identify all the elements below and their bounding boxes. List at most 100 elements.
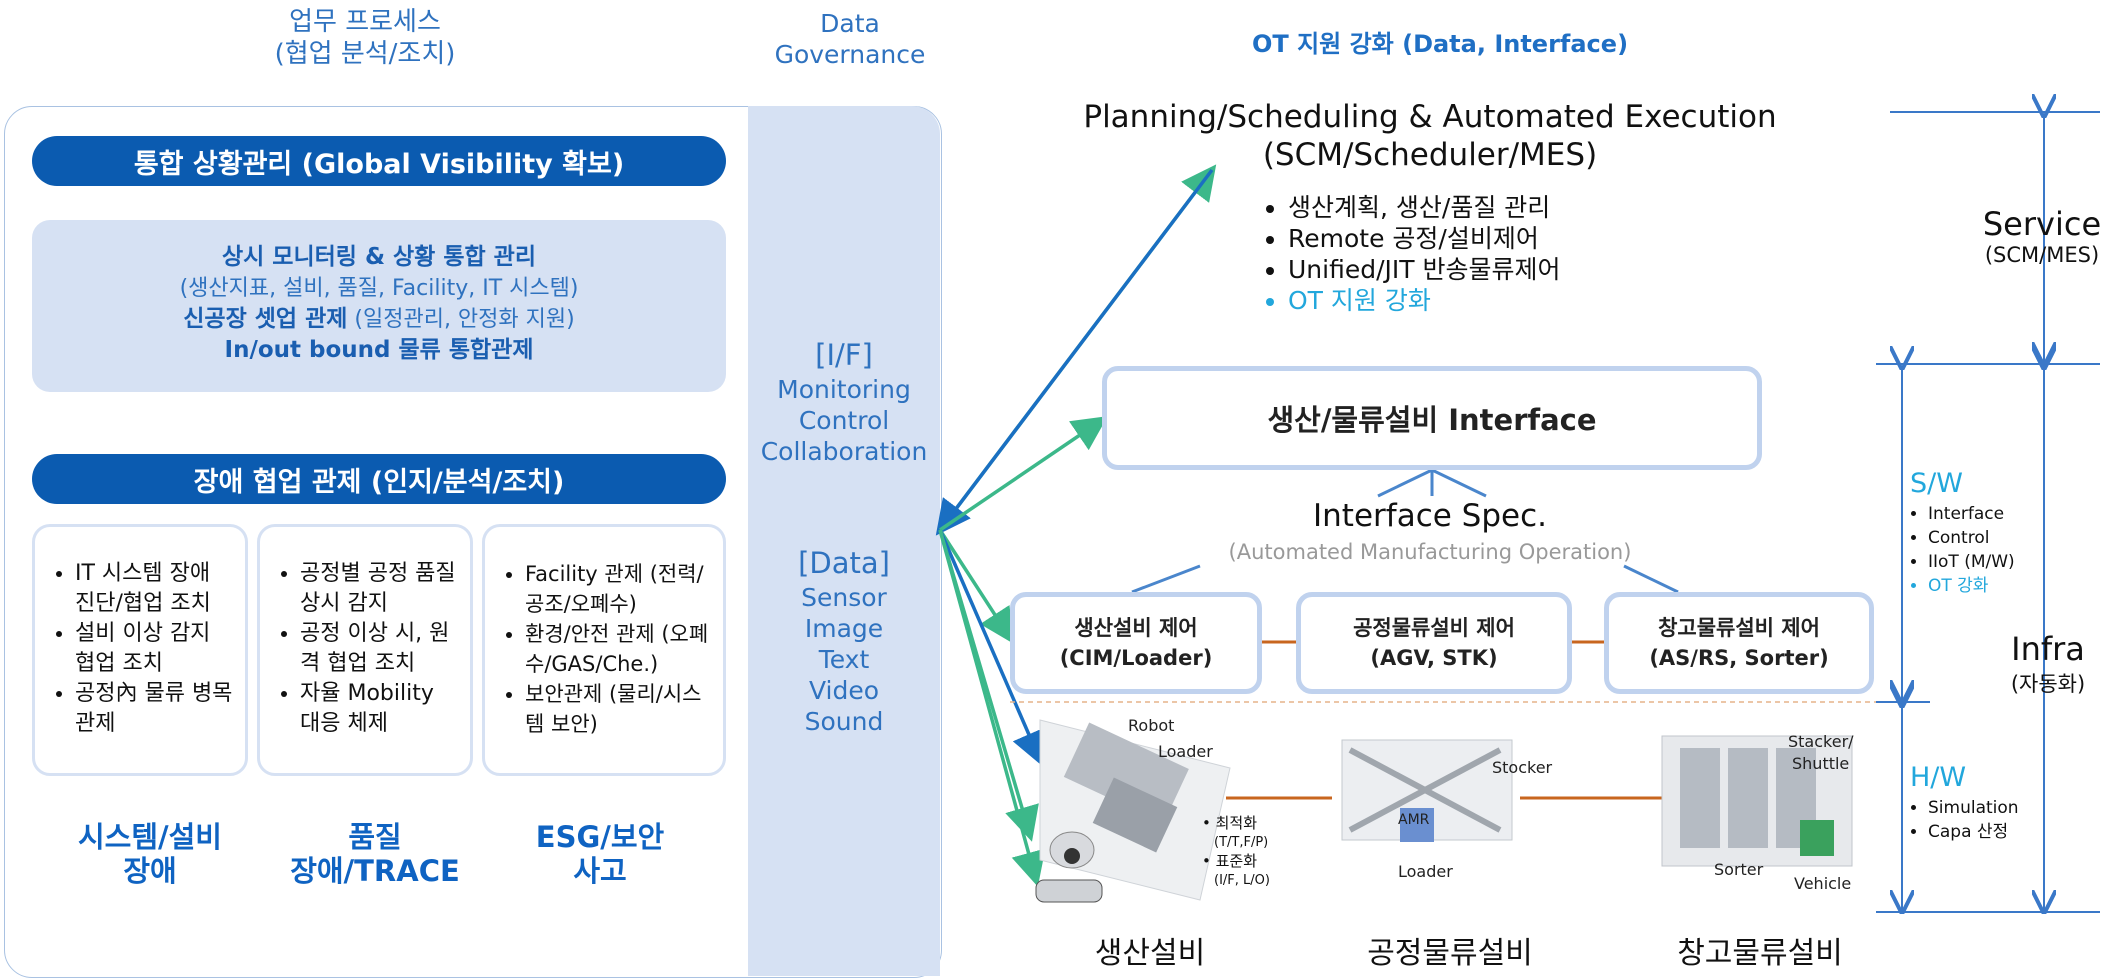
sw-item: Interface bbox=[1928, 502, 2015, 526]
vehicle-label: Vehicle bbox=[1794, 874, 1852, 893]
fault-collab-pill: 장애 협업 관제 (인지/분석/조치) bbox=[32, 454, 726, 504]
opt-item-title: 표준화 bbox=[1215, 852, 1258, 870]
gov-data-item: Image bbox=[804, 614, 884, 643]
gov-data-title: [Data] bbox=[798, 546, 890, 580]
category-line1: 품질 bbox=[348, 820, 402, 854]
card-item: 공정별 공정 품질 상시 감지 bbox=[300, 559, 460, 619]
sw-item: IIoT (M/W) bbox=[1928, 550, 2015, 574]
card-item: 보안관제 (물리/시스템 보안) bbox=[525, 679, 713, 739]
planning-title: Planning/Scheduling & Automated Executio… bbox=[1080, 98, 1780, 174]
planning-item: Remote 공정/설비제어 bbox=[1288, 223, 1560, 254]
ctrl-box-production: 생산설비 제어 (CIM/Loader) bbox=[1010, 592, 1262, 694]
global-visibility-pill: 통합 상황관리 (Global Visibility 확보) bbox=[32, 136, 726, 186]
planning-item: 생산계획, 생산/품질 관리 bbox=[1288, 192, 1560, 223]
monitoring-line2: (생산지표, 설비, 품질, Facility, IT 시스템) bbox=[179, 276, 579, 301]
loader-label: Loader bbox=[1158, 742, 1213, 761]
opt-item-title: 최적화 bbox=[1215, 814, 1258, 832]
spec-connector bbox=[1431, 468, 1487, 498]
opt-item-sub: (I/F, L/O) bbox=[1214, 873, 1270, 888]
service-label: Service (SCM/MES) bbox=[1972, 205, 2112, 267]
process-header-line1: 업무 프로세스 bbox=[289, 7, 441, 37]
interface-box: 생산/물류설비 Interface bbox=[1102, 366, 1762, 470]
category-line2: 장애 bbox=[123, 854, 177, 888]
card-item: 공정 이상 시, 원격 협업 조치 bbox=[300, 619, 460, 679]
robot-label: Robot bbox=[1128, 716, 1175, 735]
governance-panel bbox=[748, 106, 940, 976]
card-quality: 공정별 공정 품질 상시 감지 공정 이상 시, 원격 협업 조치 자율 Mob… bbox=[257, 524, 473, 776]
monitoring-line3-bold: 신공장 셋업 관제 bbox=[183, 306, 348, 332]
governance-header: Data Governance bbox=[750, 8, 950, 70]
sw-title: S/W bbox=[1910, 468, 1963, 499]
gov-if-block: [I/F] Monitoring Control Collaboration bbox=[748, 336, 940, 467]
gov-data-item: Sound bbox=[804, 707, 884, 736]
sw-block: S/W Interface Control IIoT (M/W) OT 강화 bbox=[1910, 466, 2015, 598]
category-line1: 시스템/설비 bbox=[78, 820, 222, 854]
arrow-to-ctrl bbox=[938, 529, 1014, 644]
glasses-illustration bbox=[1035, 879, 1103, 903]
category-line2: 장애/TRACE bbox=[290, 854, 460, 888]
infra-title: Infra bbox=[2011, 630, 2085, 668]
arrow-to-robot bbox=[938, 529, 1045, 767]
card-item: 공정內 물류 병목 관제 bbox=[75, 679, 235, 739]
bottom-label-process: 공정물류설비 bbox=[1367, 936, 1533, 971]
ot-header: OT 지원 강화 (Data, Interface) bbox=[1251, 30, 1629, 58]
sw-item-highlight: OT 강화 bbox=[1928, 574, 2015, 598]
ctrl-box-warehouse: 창고물류설비 제어 (AS/RS, Sorter) bbox=[1604, 592, 1874, 694]
category-quality: 품질 장애/TRACE bbox=[257, 820, 493, 888]
gov-data-item: Video bbox=[808, 676, 880, 705]
arrow-from-planning bbox=[935, 168, 1214, 536]
shuttle-label: Shuttle bbox=[1792, 754, 1850, 773]
category-line1: ESG/보안 bbox=[535, 820, 665, 854]
interface-spec-title: Interface Spec. bbox=[1313, 498, 1547, 534]
category-esg: ESG/보안 사고 bbox=[482, 820, 718, 888]
planning-list: 생산계획, 생산/품질 관리 Remote 공정/설비제어 Unified/JI… bbox=[1266, 192, 1560, 316]
service-sub: (SCM/MES) bbox=[1984, 243, 2100, 267]
card-system: IT 시스템 장애 진단/협업 조치 설비 이상 감지 협업 조치 공정內 물류… bbox=[32, 524, 248, 776]
gov-if-item: Monitoring bbox=[777, 375, 911, 404]
card-item: Facility 관제 (전력/공조/오폐수) bbox=[525, 559, 713, 619]
gov-if-title: [I/F] bbox=[815, 338, 873, 372]
gov-if-item: Control bbox=[798, 406, 890, 435]
opt-item: • 표준화 bbox=[1202, 852, 1258, 870]
hw-block: H/W Simulation Capa 산정 bbox=[1910, 760, 2019, 844]
opt-item-sub: (T/T,F/P) bbox=[1214, 835, 1269, 850]
ctrl-box-line1: 공정물류설비 제어 bbox=[1353, 616, 1515, 640]
monitoring-line3-rest: (일정관리, 안정화 지원) bbox=[347, 307, 575, 332]
planning-title-line1: Planning/Scheduling & Automated Executio… bbox=[1083, 99, 1777, 135]
gov-data-item: Sensor bbox=[801, 583, 887, 612]
ctrl-box-line1: 생산설비 제어 bbox=[1074, 616, 1198, 640]
infra-label: Infra (자동화) bbox=[1978, 630, 2116, 698]
ctrl-box-line2: (AGV, STK) bbox=[1370, 646, 1498, 670]
hw-item: Capa 산정 bbox=[1928, 820, 2019, 844]
loader2-label: Loader bbox=[1398, 862, 1453, 881]
sorter-label: Sorter bbox=[1714, 860, 1764, 879]
stacker-label: Stacker/ bbox=[1788, 732, 1854, 751]
sw-item: Control bbox=[1928, 526, 2015, 550]
monitoring-box: 상시 모니터링 & 상황 통합 관리 (생산지표, 설비, 품질, Facili… bbox=[32, 220, 726, 392]
planning-title-line2: (SCM/Scheduler/MES) bbox=[1262, 137, 1598, 173]
arrow-to-glasses bbox=[938, 529, 1046, 887]
card-item: IT 시스템 장애 진단/협업 조치 bbox=[75, 559, 235, 619]
process-header: 업무 프로세스 (협업 분석/조치) bbox=[180, 6, 550, 70]
hw-title: H/W bbox=[1910, 762, 1967, 793]
ctrl-box-process-logistics: 공정물류설비 제어 (AGV, STK) bbox=[1296, 592, 1572, 694]
gov-data-block: [Data] Sensor Image Text Video Sound bbox=[748, 544, 940, 737]
category-line2: 사고 bbox=[573, 854, 627, 888]
gov-if-item: Collaboration bbox=[760, 437, 928, 466]
card-item: 설비 이상 감지 협업 조치 bbox=[75, 619, 235, 679]
monitoring-line1: 상시 모니터링 & 상황 통합 관리 bbox=[221, 244, 536, 270]
camera-illustration bbox=[1049, 831, 1095, 869]
service-title: Service bbox=[1982, 205, 2102, 243]
process-header-line2: (협업 분석/조치) bbox=[274, 39, 456, 69]
arrow-to-interface bbox=[939, 416, 1108, 532]
spec-connector bbox=[1623, 564, 1679, 594]
ctrl-box-line1: 창고물류설비 제어 bbox=[1658, 616, 1820, 640]
spec-connector bbox=[1377, 468, 1433, 498]
amr-label: AMR bbox=[1398, 812, 1430, 828]
infra-sub: (자동화) bbox=[2010, 672, 2086, 696]
ctrl-box-line2: (AS/RS, Sorter) bbox=[1649, 646, 1829, 670]
warehouse-illustration bbox=[1661, 735, 1853, 867]
planning-item-highlight: OT 지원 강화 bbox=[1288, 285, 1560, 316]
planning-item: Unified/JIT 반송물류제어 bbox=[1288, 254, 1560, 285]
